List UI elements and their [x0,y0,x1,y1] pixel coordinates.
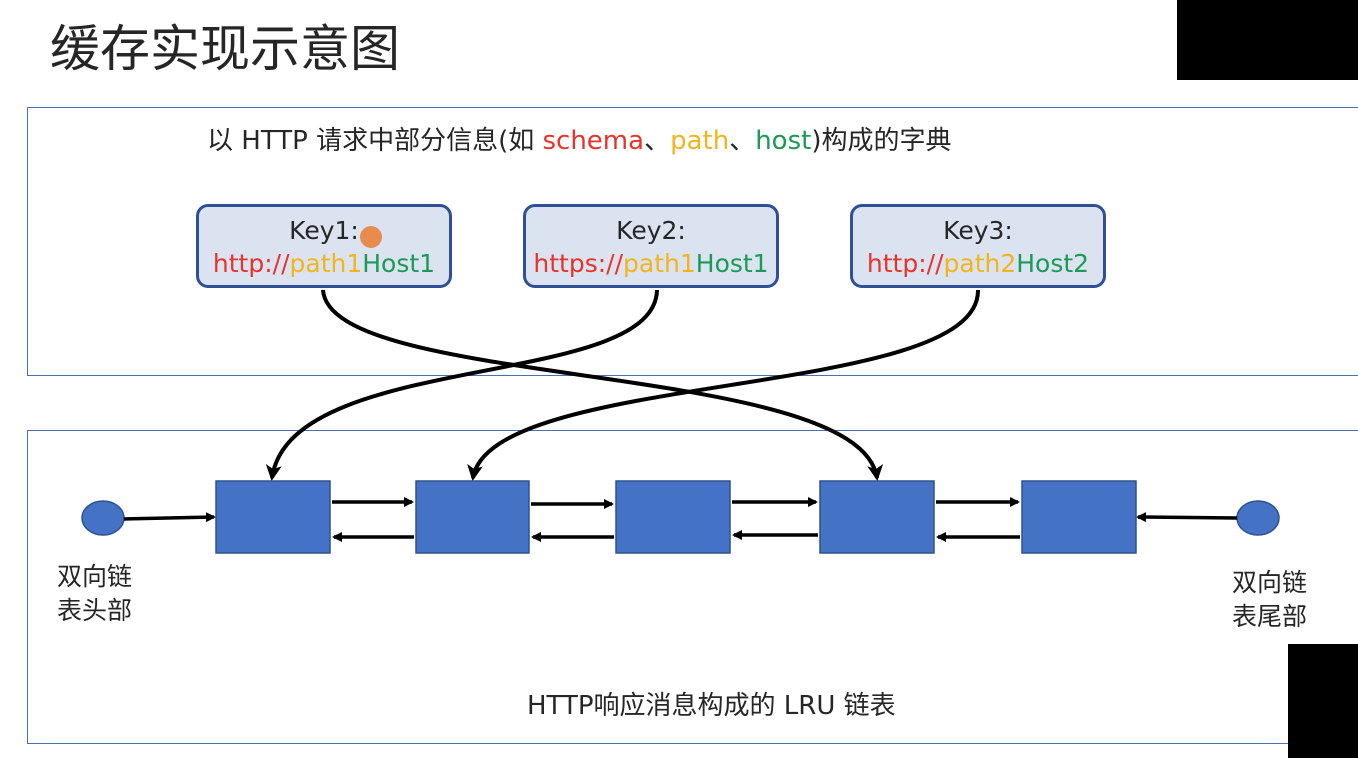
redaction-block-bottom [1288,644,1358,758]
key2-to-node1-connector [265,289,659,481]
dictionary-panel [27,107,1358,376]
list-tail-label: 双向链 表尾部 [1232,566,1307,634]
dictionary-key-3: Key3: http://path2Host2 [850,204,1106,288]
list-node-1 [215,480,331,554]
list-node-4 [819,480,935,554]
dictionary-key-2: Key2: https://path1Host1 [523,204,779,288]
list-node-2 [415,480,530,554]
key-scheme: https:// [533,249,624,278]
key-path: path1 [289,249,363,278]
lru-list-caption: HTTP响应消息构成的 LRU 链表 [527,691,896,721]
caption-host: host [755,126,812,156]
key-value: http://path1Host1 [199,247,449,280]
head-label-line: 双向链 [57,562,133,591]
key-value: http://path2Host2 [853,247,1103,280]
head-pointer-arrow [123,512,216,523]
key-scheme: http:// [212,249,290,278]
tail-pointer-arrow [1136,512,1238,523]
key-scheme: http:// [866,249,944,278]
caption-separator: 、 [729,126,756,156]
caption-suffix: )构成的字典 [811,126,952,156]
list-node-5 [1021,480,1137,554]
key-host: Host1 [362,249,436,278]
key1-to-node4-connector [321,289,884,481]
page-title: 缓存实现示意图 [50,20,400,78]
pointer-cursor-highlight [360,226,382,248]
dictionary-caption: 以 HTTP 请求中部分信息(如 schema、path、host)构成的字典 [207,122,952,160]
redaction-block-top [1177,0,1358,80]
list-node-3 [615,480,731,554]
tail-label-line: 双向链 [1232,568,1308,597]
list-tail-endpoint [1236,500,1280,536]
key-value: https://path1Host1 [526,247,776,280]
caption-schema: schema [542,126,645,156]
key-path: path2 [943,249,1017,278]
list-head-label: 双向链 表头部 [57,560,132,628]
key-label: Key1: [289,216,359,245]
key-host: Host2 [1016,249,1090,278]
caption-separator: 、 [644,126,671,156]
caption-path: path [670,126,730,156]
key-label: Key2: [616,216,686,245]
key-label: Key3: [943,216,1013,245]
dictionary-key-1: Key1: http://path1Host1 [196,204,452,288]
lru-list-panel [27,430,1358,744]
key3-to-node2-connector [467,289,981,481]
head-label-line: 表头部 [57,596,133,625]
tail-label-line: 表尾部 [1232,602,1308,631]
list-head-endpoint [81,500,125,536]
key-path: path1 [623,249,696,278]
key-host: Host1 [695,249,769,278]
caption-prefix: 以 HTTP 请求中部分信息(如 [207,126,543,156]
